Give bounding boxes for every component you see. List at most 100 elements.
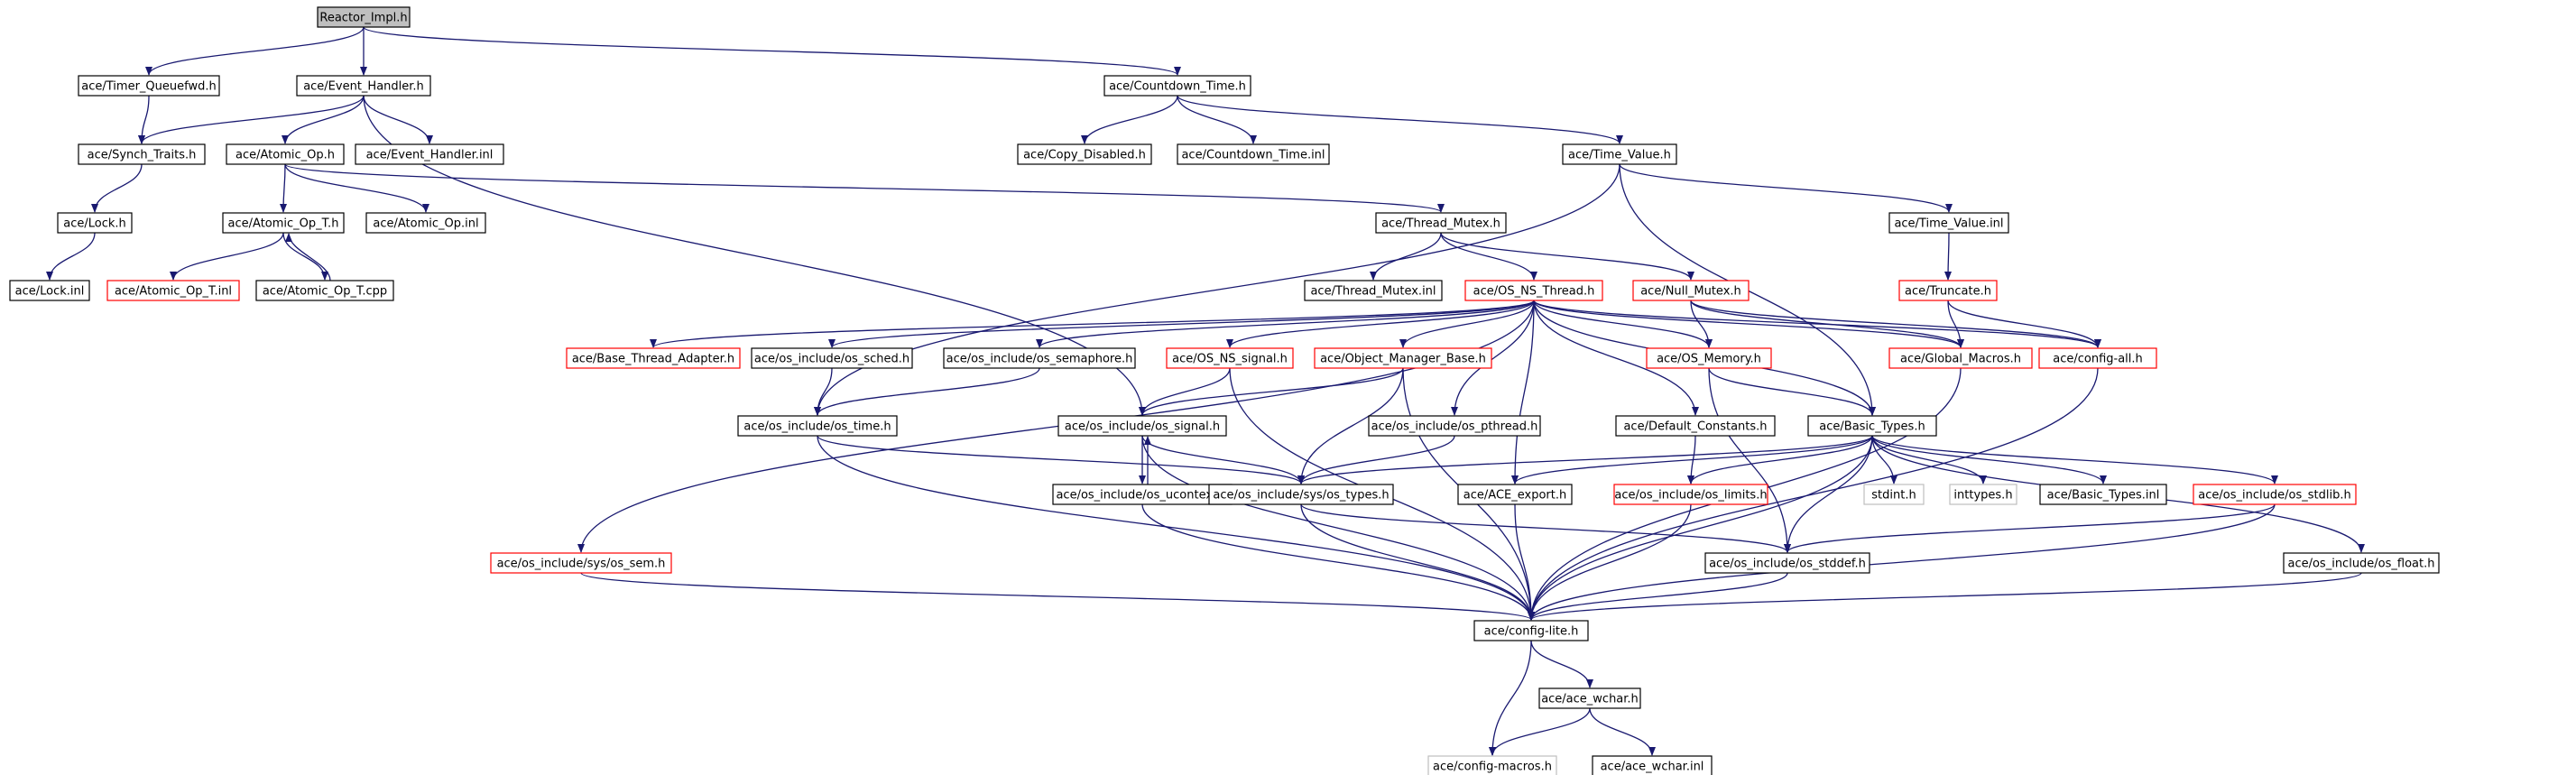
edge-os_ns_thread-to-base_thread_adapter [650,300,1535,348]
node-box [1807,415,1937,437]
node-os-ns-signal[interactable]: ace/OS_NS_signal.h [1166,347,1294,369]
node-atomic-op[interactable]: ace/Atomic_Op.h [226,143,345,165]
edge-os_ns_thread-to-ace_export [1511,300,1535,484]
node-label: ace/Thread_Mutex.inl [1310,285,1436,299]
edge-event_handler-to-atomic_op [282,95,365,144]
node-label: ace/Timer_Queuefwd.h [81,80,216,94]
edge-synch_traits-to-lock [91,163,143,213]
node-os-ucontext[interactable]: ace/os_include/os_ucontext.h [1052,484,1233,505]
node-sys-os-sem[interactable]: ace/os_include/sys/os_sem.h [490,552,672,574]
node-os-ns-thread[interactable]: ace/OS_NS_Thread.h [1464,280,1603,301]
edge-config_lite-to-ace_wchar [1530,640,1593,688]
node-ace-wchar[interactable]: ace/ace_wchar.h [1538,687,1641,709]
node-label: ace/os_include/os_time.h [743,420,891,434]
node-box [1304,280,1443,301]
node-box [943,347,1136,369]
node-global-macros[interactable]: ace/Global_Macros.h [1888,347,2033,369]
edge-os_limits-to-config_lite [1528,503,1692,621]
node-config-lite[interactable]: ace/config-lite.h [1473,620,1589,641]
edge-os_ns_thread-to-os_sched [828,300,1535,348]
node-basic-types-inl[interactable]: ace/Basic_Types.inl [2039,484,2167,505]
node-label: ace/Synch_Traits.h [88,149,197,162]
node-base-thread-adapter[interactable]: ace/Base_Thread_Adapter.h [566,347,741,369]
node-inttypes[interactable]: inttypes.h [1949,484,2017,505]
node-countdown-time[interactable]: ace/Countdown_Time.h [1103,75,1251,97]
node-os-sched[interactable]: ace/os_include/os_sched.h [751,347,913,369]
edge-thread_mutex-to-thread_mutex_inl [1370,232,1442,281]
node-truncate[interactable]: ace/Truncate.h [1898,280,1998,301]
node-label: ace/os_include/os_stdlib.h [2198,489,2350,503]
node-label: ace/Atomic_Op.h [235,149,335,162]
node-os-stddef[interactable]: ace/os_include/os_stddef.h [1704,552,1870,574]
node-box [737,415,898,437]
node-lock[interactable]: ace/Lock.h [57,212,133,234]
node-reactor-impl[interactable]: Reactor_Impl.h [317,6,411,28]
node-box [1888,347,2033,369]
node-object-manager-base[interactable]: ace/Object_Manager_Base.h [1314,347,1492,369]
node-atomic-op-inl[interactable]: ace/Atomic_Op.inl [365,212,486,234]
node-basic-types[interactable]: ace/Basic_Types.h [1807,415,1937,437]
edge-os_ns_thread-to-os_ns_signal [1226,300,1535,348]
node-ace-wchar-inl[interactable]: ace/ace_wchar.inl [1592,755,1713,775]
node-box [1538,687,1641,709]
node-time-value-inl[interactable]: ace/Time_Value.inl [1888,212,2009,234]
node-null-mutex[interactable]: ace/Null_Mutex.h [1632,280,1750,301]
node-default-constants[interactable]: ace/Default_Constants.h [1615,415,1776,437]
node-box [2193,484,2357,505]
node-ace-export[interactable]: ace/ACE_export.h [1457,484,1573,505]
node-copy-disabled[interactable]: ace/Copy_Disabled.h [1017,143,1152,165]
edge-os_ns_signal-to-os_signal [1139,367,1231,416]
node-box [57,212,133,234]
node-os-memory[interactable]: ace/OS_Memory.h [1646,347,1772,369]
node-sys-os-types[interactable]: ace/os_include/sys/os_types.h [1208,484,1394,505]
edge-object_manager_base-to-os_signal [1139,367,1404,416]
node-os-stdlib[interactable]: ace/os_include/os_stdlib.h [2193,484,2357,505]
node-atomic-op-t[interactable]: ace/Atomic_Op_T.h [222,212,345,234]
edge-ace_wchar-to-config_macros [1489,707,1591,756]
node-os-float[interactable]: ace/os_include/os_float.h [2283,552,2440,574]
node-label: ace/os_include/os_pthread.h [1371,420,1538,434]
node-thread-mutex-inl[interactable]: ace/Thread_Mutex.inl [1304,280,1443,301]
node-box [1427,755,1557,775]
edge-time_value_inl-to-truncate [1944,232,1953,281]
node-os-signal[interactable]: ace/os_include/os_signal.h [1057,415,1227,437]
node-os-pthread[interactable]: ace/os_include/os_pthread.h [1368,415,1541,437]
node-label: ace/Default_Constants.h [1623,420,1767,434]
node-event-handler[interactable]: ace/Event_Handler.h [296,75,431,97]
node-box [1177,143,1330,165]
node-os-semaphore[interactable]: ace/os_include/os_semaphore.h [943,347,1136,369]
node-box [1208,484,1394,505]
node-stdint[interactable]: stdint.h [1863,484,1925,505]
node-label: ace/os_include/os_signal.h [1065,420,1220,434]
node-countdown-time-inl[interactable]: ace/Countdown_Time.inl [1177,143,1330,165]
node-label: Reactor_Impl.h [319,12,407,25]
node-thread-mutex[interactable]: ace/Thread_Mutex.h [1375,212,1507,234]
edge-sys_os_types-to-config_lite [1300,503,1535,621]
node-label: ace/Null_Mutex.h [1640,285,1741,299]
node-event-handler-inl[interactable]: ace/Event_Handler.inl [355,143,504,165]
node-box [106,280,240,301]
node-atomic-op-t-cpp[interactable]: ace/Atomic_Op_T.cpp [255,280,394,301]
edge-atomic_op-to-atomic_op_t [280,163,288,213]
edge-sys_os_sem-to-config_lite [580,572,1535,621]
node-config-all[interactable]: ace/config-all.h [2038,347,2157,369]
edge-basic_types-to-stdint [1871,435,1897,484]
edge-reactor_impl-to-timer_queuefwd [145,26,365,76]
node-os-time[interactable]: ace/os_include/os_time.h [737,415,898,437]
node-label: ace/OS_NS_Thread.h [1473,285,1595,299]
node-box [1615,415,1776,437]
node-box [2283,552,2440,574]
node-atomic-op-t-inl[interactable]: ace/Atomic_Op_T.inl [106,280,240,301]
node-timer-queuefwd[interactable]: ace/Timer_Queuefwd.h [78,75,220,97]
node-config-macros[interactable]: ace/config-macros.h [1427,755,1557,775]
node-os-limits[interactable]: ace/os_include/os_limits.h [1613,484,1768,505]
node-synch-traits[interactable]: ace/Synch_Traits.h [78,143,206,165]
edge-os_memory-to-basic_types [1708,367,1876,416]
node-lock-inl[interactable]: ace/Lock.inl [9,280,90,301]
edge-os_signal-to-config_lite [1141,435,1535,621]
node-time-value[interactable]: ace/Time_Value.h [1562,143,1677,165]
edge-countdown_time-to-countdown_time_inl [1177,95,1257,144]
node-box [255,280,394,301]
node-box [78,143,206,165]
node-box [365,212,486,234]
